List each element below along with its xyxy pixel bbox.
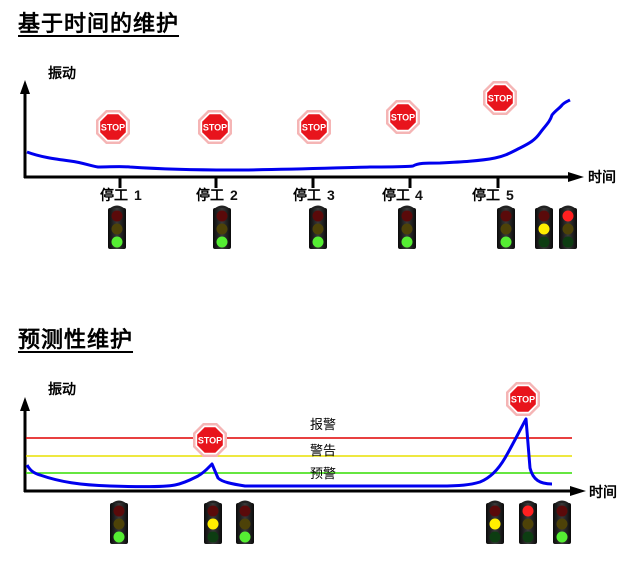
vibration-curve bbox=[25, 417, 553, 489]
traffic-light-green-icon bbox=[497, 205, 515, 249]
traffic-light-yellow-icon bbox=[535, 205, 553, 249]
stop-number: 2 bbox=[230, 187, 238, 203]
section-title-time-based: 基于时间的维护 bbox=[18, 11, 180, 37]
stop-label: 停工 bbox=[293, 187, 321, 204]
svg-text:STOP: STOP bbox=[302, 123, 326, 133]
stop-label: 停工 bbox=[100, 187, 128, 204]
stop-marker-5: 停工 5 bbox=[472, 177, 514, 204]
traffic-light-green-icon bbox=[309, 205, 327, 249]
prewarning-label: 预警 bbox=[310, 466, 336, 482]
x-axis-arrow-icon bbox=[570, 486, 586, 496]
predictive-chart: 振动 时间 报警 警告 预警 STOP STOP bbox=[20, 381, 617, 544]
stop-marker-3: 停工 3 bbox=[293, 177, 335, 204]
y-axis-arrow-icon bbox=[20, 397, 30, 411]
x-axis-label: 时间 bbox=[588, 169, 616, 186]
svg-text:STOP: STOP bbox=[391, 113, 415, 123]
stop-label: 停工 bbox=[382, 187, 410, 204]
stop-sign-icon: STOP bbox=[297, 110, 331, 144]
traffic-light-red-icon bbox=[559, 205, 577, 249]
stop-number: 3 bbox=[327, 187, 335, 203]
traffic-light-green-icon bbox=[108, 205, 126, 249]
traffic-light-green-icon bbox=[553, 500, 571, 544]
alarm-label: 报警 bbox=[310, 417, 336, 433]
traffic-light-red-icon bbox=[519, 500, 537, 544]
traffic-lights-row bbox=[108, 205, 577, 249]
stop-sign-icon: STOP bbox=[386, 100, 420, 134]
traffic-light-green-icon bbox=[110, 500, 128, 544]
stop-sign-icon: STOP bbox=[96, 110, 130, 144]
stop-label: 停工 bbox=[472, 187, 500, 204]
svg-text:STOP: STOP bbox=[203, 123, 227, 133]
svg-text:STOP: STOP bbox=[101, 123, 125, 133]
svg-text:STOP: STOP bbox=[488, 94, 512, 104]
x-axis-label: 时间 bbox=[589, 484, 617, 501]
traffic-light-yellow-icon bbox=[486, 500, 504, 544]
traffic-light-green-icon bbox=[236, 500, 254, 544]
time-based-chart: 振动 时间 停工 1 停工 2 停工 3 停工 4 bbox=[20, 65, 616, 249]
stop-marker-4: 停工 4 bbox=[382, 177, 423, 204]
y-axis-label: 振动 bbox=[48, 381, 76, 398]
x-axis-arrow-icon bbox=[568, 172, 584, 182]
traffic-light-green-icon bbox=[213, 205, 231, 249]
traffic-lights-row bbox=[110, 500, 571, 544]
stop-marker-2: 停工 2 bbox=[196, 177, 238, 204]
svg-text:STOP: STOP bbox=[198, 436, 222, 446]
stop-number: 1 bbox=[134, 187, 142, 203]
stop-sign-icon: STOP bbox=[198, 110, 232, 144]
stop-label: 停工 bbox=[196, 187, 224, 204]
stop-sign-icon: STOP bbox=[506, 382, 540, 416]
traffic-light-green-icon bbox=[398, 205, 416, 249]
section-title-predictive: 预测性维护 bbox=[18, 327, 134, 353]
stop-number: 4 bbox=[415, 187, 423, 203]
stop-number: 5 bbox=[506, 187, 514, 203]
warning-label: 警告 bbox=[310, 443, 336, 459]
traffic-light-yellow-icon bbox=[204, 500, 222, 544]
stop-marker-1: 停工 1 bbox=[100, 177, 142, 204]
y-axis-label: 振动 bbox=[48, 65, 76, 82]
svg-text:STOP: STOP bbox=[511, 395, 535, 405]
vibration-curve bbox=[26, 98, 571, 172]
stop-sign-icon: STOP bbox=[193, 423, 227, 457]
y-axis-arrow-icon bbox=[20, 80, 30, 94]
stop-sign-icon: STOP bbox=[483, 81, 517, 115]
